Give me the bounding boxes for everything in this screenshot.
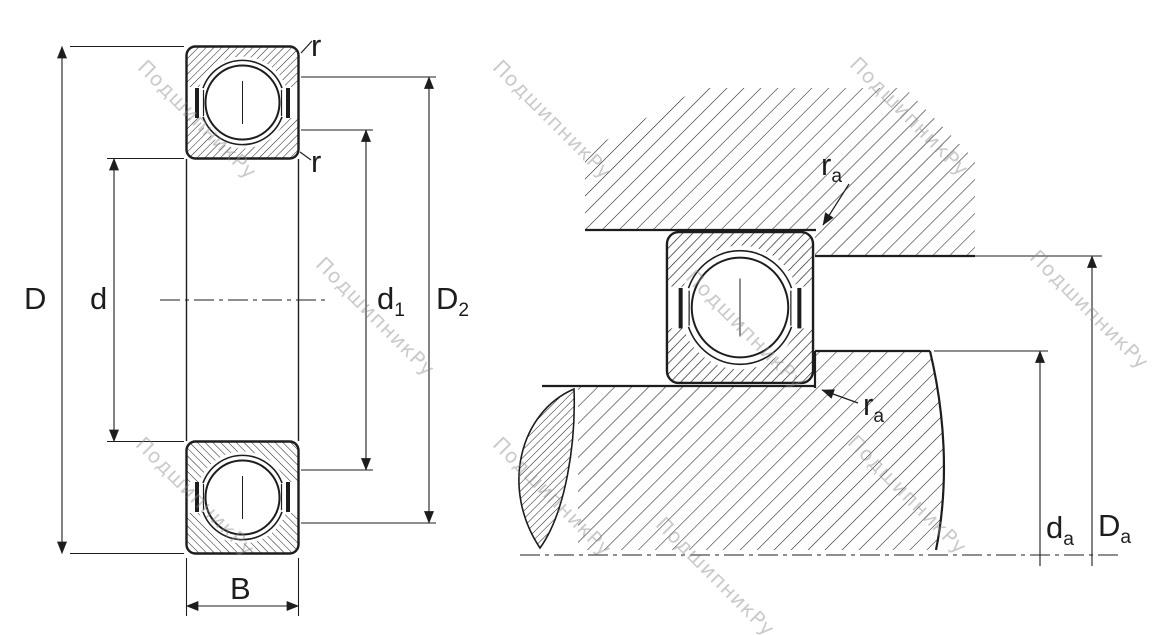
- mounted-bearing-section: [667, 232, 813, 383]
- leader-ra-housing: [822, 183, 850, 226]
- label-r-outer: r: [311, 28, 322, 63]
- label-ra-housing: ra: [821, 147, 843, 188]
- label-d1: d1: [377, 281, 405, 322]
- label-d: d: [90, 281, 108, 316]
- label-Da: Da: [1098, 508, 1132, 549]
- right-view-dimensions: [821, 183, 1102, 566]
- bottom-section: [187, 442, 299, 554]
- label-B: B: [230, 571, 251, 606]
- shaft-break-curve: [928, 350, 946, 551]
- leader-ra-shaft: [821, 389, 859, 404]
- left-view: [160, 47, 326, 554]
- housing-hatch: [585, 88, 975, 256]
- shaft-break-section: [518, 387, 576, 550]
- label-ra-shaft: ra: [863, 387, 885, 428]
- leader-r-bore: [299, 151, 312, 161]
- leader-r-outer: [300, 40, 313, 54]
- label-da: da: [1046, 510, 1074, 551]
- label-D: D: [24, 281, 47, 316]
- top-section: [187, 47, 299, 159]
- label-D2: D2: [436, 281, 470, 322]
- left-view-dimensions: [57, 40, 436, 616]
- label-r-bore: r: [311, 144, 322, 179]
